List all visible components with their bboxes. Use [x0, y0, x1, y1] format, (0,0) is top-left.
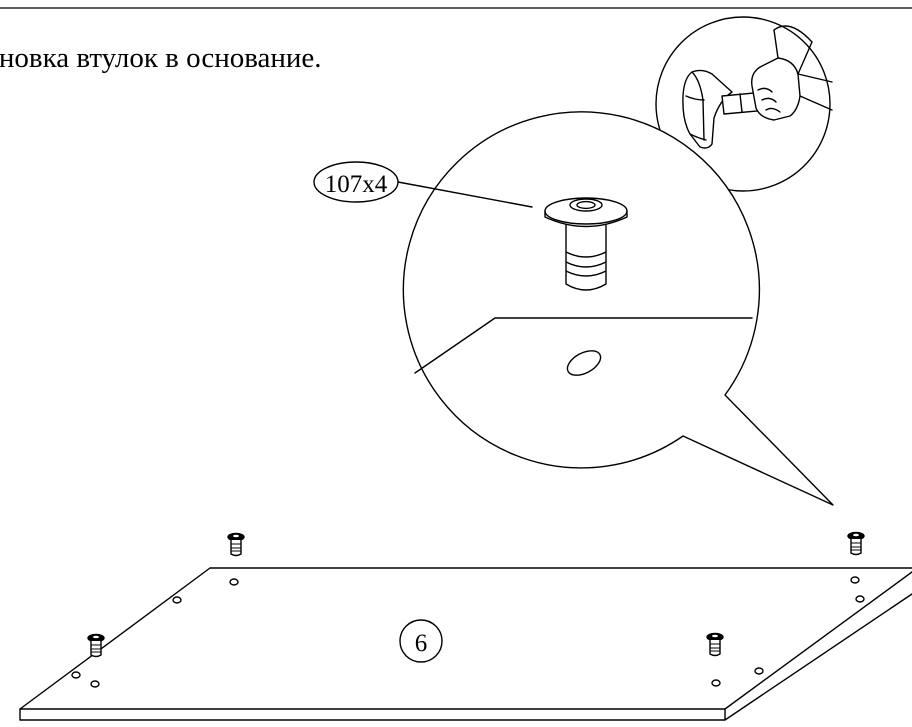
- panel-hole: [172, 596, 182, 604]
- part-label-bubble: [313, 161, 399, 203]
- bushing-icon: [544, 197, 628, 291]
- panel-hole: [90, 680, 100, 688]
- panel-hole: [850, 576, 860, 584]
- part-label: 107x4: [325, 171, 388, 198]
- panel-number: 6: [415, 630, 428, 657]
- leader-line: [397, 181, 533, 208]
- detail-callout: [402, 111, 834, 506]
- hammer-in-hand-icon: [655, 16, 833, 192]
- bushing-small-icon: [847, 531, 865, 556]
- drill-hole: [566, 350, 602, 376]
- panel-hole: [855, 595, 865, 603]
- panel-hole: [754, 667, 764, 675]
- panel-hole: [229, 578, 239, 586]
- panel-hole: [71, 671, 81, 679]
- bushing-small-icon: [87, 633, 105, 658]
- bushing-small-icon: [227, 532, 245, 557]
- instruction-caption: ановка втулок в основание.: [0, 42, 322, 74]
- panel-hole: [711, 679, 721, 687]
- bushing-small-icon: [706, 632, 724, 657]
- base-panel: [19, 567, 912, 721]
- panel-number-badge: [399, 619, 443, 663]
